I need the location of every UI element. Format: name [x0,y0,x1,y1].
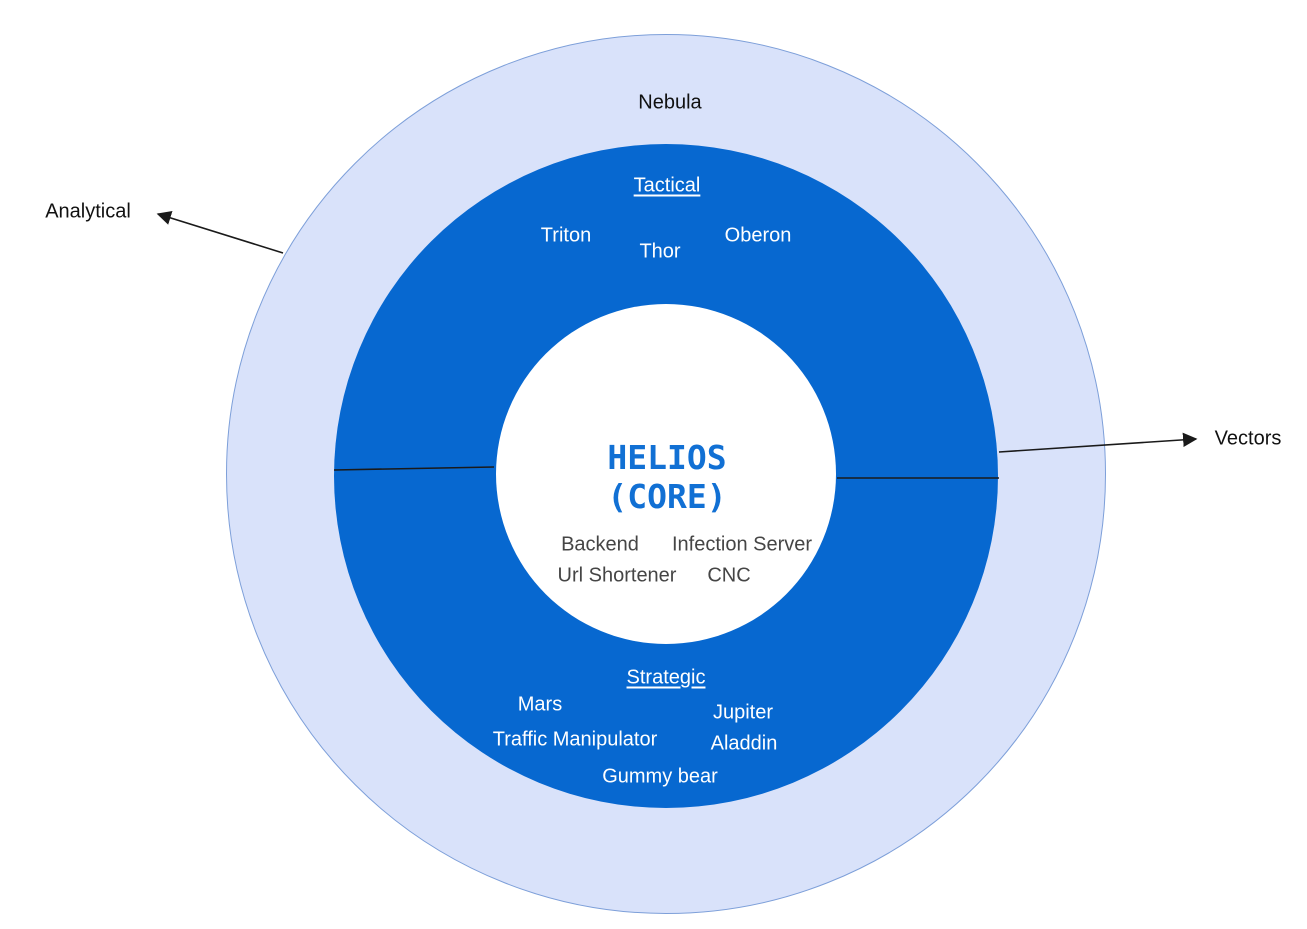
outer-ring-label: Nebula [638,91,702,114]
strategic-section-label: Strategic [626,666,706,689]
core-title-line1: HELIOS [607,438,727,478]
core-title: HELIOS (CORE) [607,438,727,517]
tactical-item-triton: Triton [540,224,592,247]
analytical-callout-label: Analytical [45,200,131,223]
core-circle [496,304,836,644]
tactical-item-thor: Thor [639,240,681,263]
strategic-item-mars: Mars [517,693,563,716]
strategic-item-jupiter: Jupiter [712,701,774,724]
strategic-item-gummy-bear: Gummy bear [602,765,718,788]
vectors-callout-label: Vectors [1214,427,1282,450]
analytical-arrow [156,210,284,254]
tactical-section-label: Tactical [633,174,701,197]
tactical-item-oberon: Oberon [724,224,792,247]
core-item-infection-server: Infection Server [671,533,813,556]
core-item-cnc: CNC [707,564,751,587]
core-item-url-shortener: Url Shortener [557,564,677,587]
core-title-line2: (CORE) [607,477,727,516]
strategic-item-aladdin: Aladdin [710,732,778,755]
core-item-backend: Backend [561,533,639,556]
strategic-item-traffic-manipulator: Traffic Manipulator [492,728,658,751]
